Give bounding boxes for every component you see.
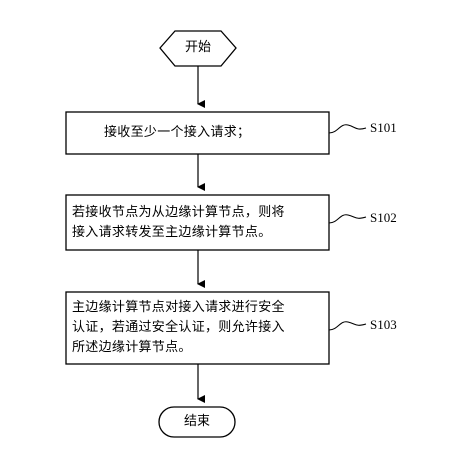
step-s101-text-line-1: 接收至少一个接入请求； [104,125,251,140]
step-s102-text-line-2: 接入请求转发至主边缘计算节点。 [72,225,272,240]
step-s101-id: S101 [370,120,397,135]
step-s102-text-line-1: 若接收节点为从边缘计算节点，则将 [72,205,285,220]
step-s103-text-line-2: 认证，若通过安全认证，则允许接入 [72,320,285,335]
step-s101-connector [328,124,367,134]
step-s103-box [65,291,330,365]
end-terminal-shape [158,406,236,438]
step-s103-text-line-1: 主边缘计算节点对接入请求进行安全 [72,300,285,315]
step-s102-id: S102 [370,210,397,225]
step-s103-connector [328,321,367,331]
step-s102-connector [328,214,367,224]
start-terminal-shape [159,30,237,67]
start-terminal-label: 开始 [184,40,211,55]
end-terminal-label: 结束 [183,414,210,429]
step-s103-text-line-3: 所述边缘计算节点。 [72,340,192,355]
step-s101-box [65,111,330,155]
step-s103-id: S103 [370,317,397,332]
